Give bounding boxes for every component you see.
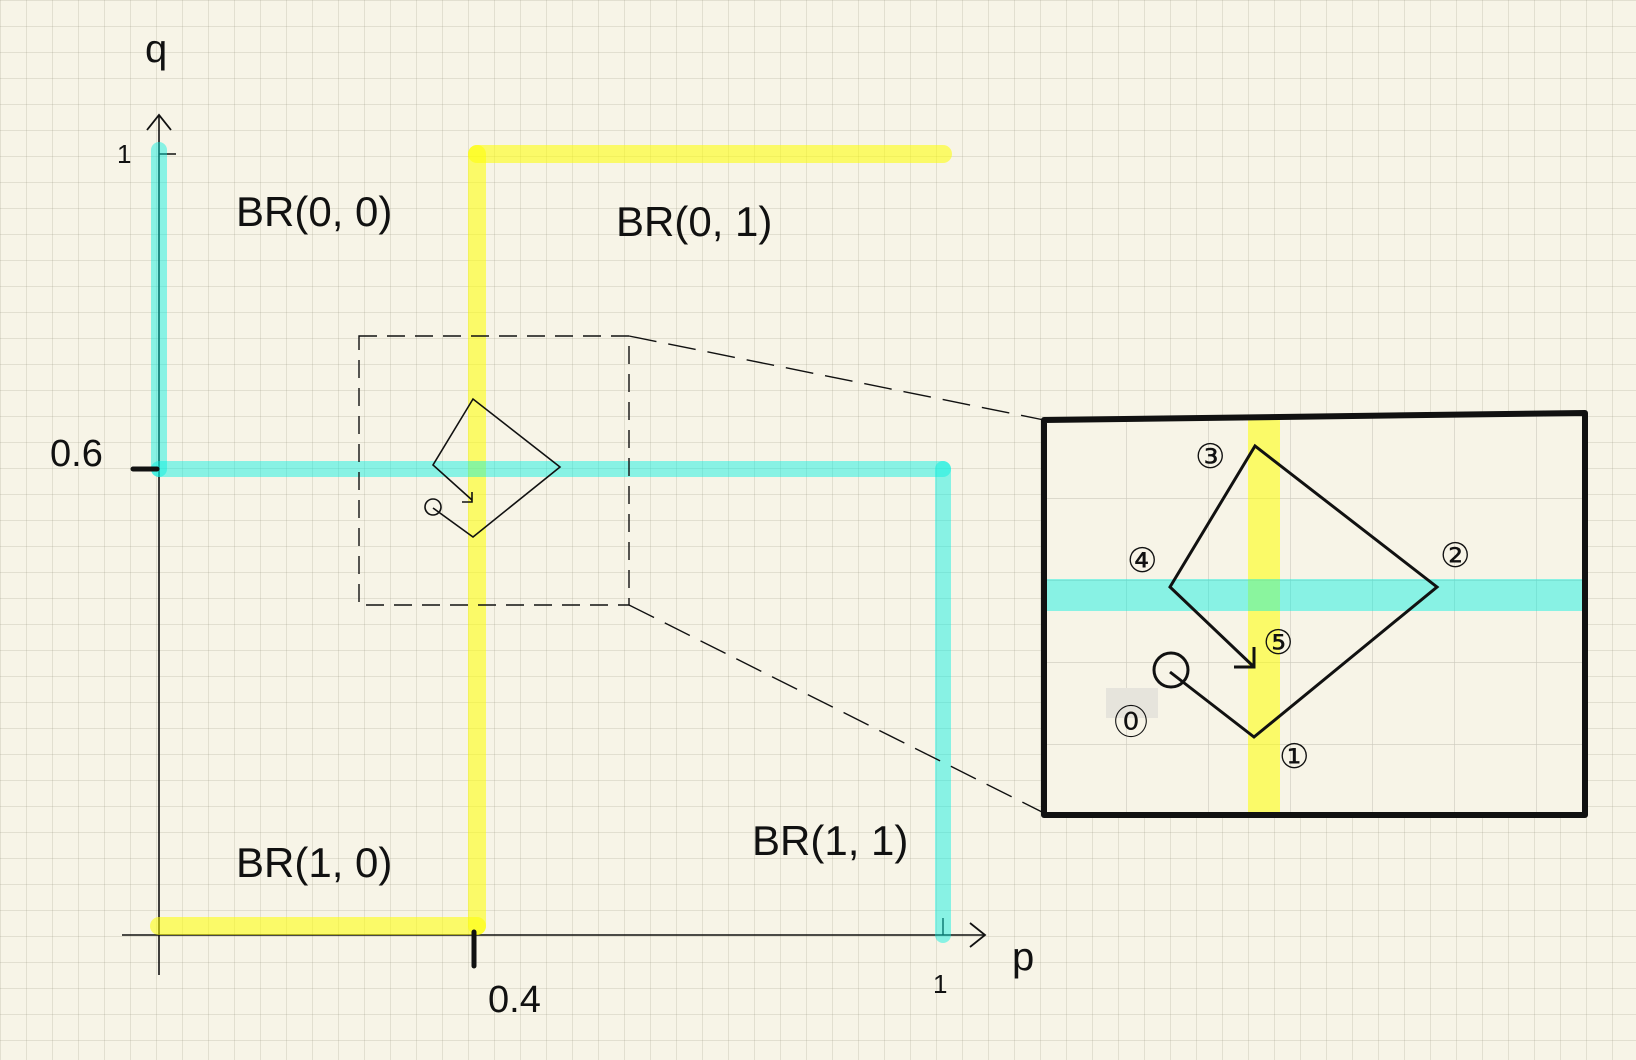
- zoom-connectors: [628, 335, 1045, 814]
- x-marked-label: 0.4: [488, 979, 541, 1021]
- y-axis-arrowhead: [146, 113, 172, 131]
- inset-cycle-path: [1168, 443, 1440, 739]
- inset-step-2: ②: [1440, 537, 1470, 575]
- region-label-top-right: BR(0, 1): [616, 198, 772, 245]
- inset-start-shade: [1106, 688, 1158, 718]
- inset-frame: [1041, 410, 1588, 818]
- inset-step-4: ④: [1127, 542, 1157, 580]
- region-label-bottom-left: BR(1, 0): [236, 839, 392, 886]
- inset-step-1: ①: [1279, 738, 1309, 776]
- region-label-bottom-right: BR(1, 1): [752, 817, 908, 864]
- inset-cycle-start: [1152, 651, 1190, 689]
- small-cycle-start: [424, 498, 442, 516]
- zoom-inset: ⓪ ① ② ③ ④ ⑤: [1041, 410, 1588, 818]
- inset-step-5: ⑤: [1263, 624, 1293, 662]
- inset-cycle-arrowhead: [1234, 647, 1256, 669]
- y-axis-label: q: [145, 27, 167, 71]
- small-cycle-path: [431, 397, 562, 539]
- y-marked-label: 0.6: [50, 433, 103, 475]
- region-label-top-left: BR(0, 0): [236, 188, 392, 235]
- best-response-yellow: [150, 145, 952, 935]
- inset-step-0: ⓪: [1114, 704, 1148, 742]
- small-cycle-arrowhead: [462, 492, 473, 503]
- inset-cycle: [1152, 443, 1440, 739]
- zoom-source-box: [358, 335, 630, 606]
- y-max-label: 1: [117, 139, 131, 169]
- x-axis-label: p: [1012, 935, 1034, 979]
- x-max-label: 1: [933, 969, 947, 999]
- inset-step-3: ③: [1195, 438, 1225, 476]
- best-response-cyan: [151, 142, 951, 943]
- small-cycle: [424, 397, 562, 539]
- x-axis-arrowhead: [969, 922, 987, 948]
